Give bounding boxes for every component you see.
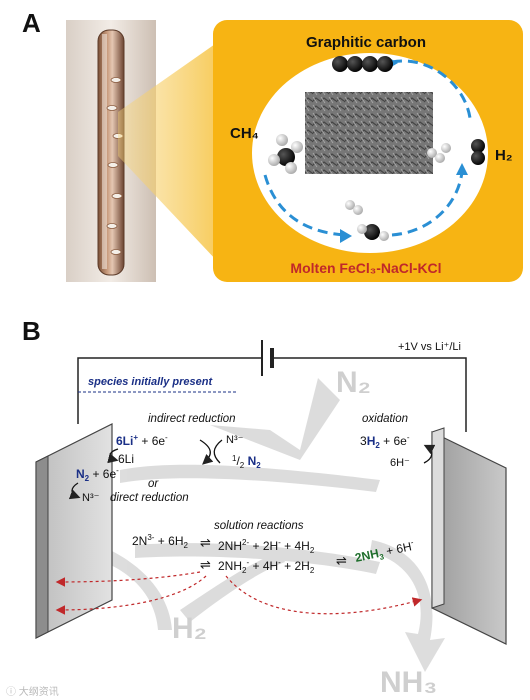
six-li-label: 6Li (118, 452, 134, 466)
watermark: ⓘ 大纲资讯 (6, 687, 59, 698)
h-minus-label: 6H⁻ (390, 457, 410, 469)
li-plus-equation: 6Li+ + 6e- (116, 433, 168, 448)
n2-big-label: N₂ (336, 366, 371, 399)
equilibrium-arrow-1: ⇌ (200, 535, 211, 550)
molten-salt-label: Molten FeCl₃-NaCl-KCl (290, 260, 441, 276)
left-electrode (35, 423, 113, 639)
panel-b-label: B (22, 316, 41, 346)
n3-direct-label: N³⁻ (82, 492, 100, 504)
n3-minus-label: N³⁻ (226, 434, 244, 446)
graphitic-carbon-label: Graphitic carbon (306, 34, 426, 51)
right-electrode (431, 427, 507, 645)
red-dotted-paths (55, 571, 423, 615)
species-initially-present-label: species initially present (88, 376, 213, 388)
voltage-label: +1V vs Li⁺/Li (398, 341, 461, 353)
equilibrium-arrow-2: ⇌ (200, 557, 211, 572)
h2-big-label: H₂ (172, 612, 207, 645)
n2-direct-equation: N2 + 6e- (76, 466, 119, 483)
direct-reduction-label: direct reduction (110, 492, 189, 504)
h2-oxidation-equation: 3H2 + 6e- (360, 433, 410, 450)
panel-a-schematic: Graphitic carbon CH₄ H₂ Molten FeCl₃-NaC… (118, 20, 523, 282)
n3-h2-reactants: 2N3- + 6H2 (132, 533, 188, 550)
panel-b-schematic: +1V vs Li⁺/Li species initially present … (35, 340, 507, 699)
ch-fragments (345, 143, 451, 241)
nh3-product-equation: 2NH3 + 6H- (354, 538, 417, 567)
carbon-chain (332, 56, 393, 72)
ch4-label: CH₄ (230, 125, 259, 142)
gas-bubbles (106, 77, 124, 255)
ch4-molecule (268, 134, 303, 174)
panel-a-label: A (22, 8, 41, 38)
nh3-big-label: NH₃ (380, 666, 437, 699)
oxidation-label: oxidation (362, 413, 408, 425)
cycle-arrows (263, 59, 472, 237)
or-label: or (148, 478, 159, 490)
nh-equation: 2NH2- + 4H- + 2H2 (218, 558, 315, 575)
solution-reactions-label: solution reactions (214, 520, 304, 532)
zoom-wedge (118, 42, 218, 262)
h2-label: H₂ (495, 147, 513, 164)
graphitic-carbon-image (305, 92, 433, 174)
h2-molecule (471, 139, 485, 165)
circuit-wire (77, 357, 467, 432)
equilibrium-arrow-3: ⇌ (336, 553, 347, 568)
flow-arrows (104, 378, 445, 672)
nh2-equation: 2NH2- + 2H- + 4H2 (218, 538, 315, 555)
half-n2-label: 1/2 N2 (232, 454, 261, 470)
indirect-reduction-label: indirect reduction (148, 413, 236, 425)
